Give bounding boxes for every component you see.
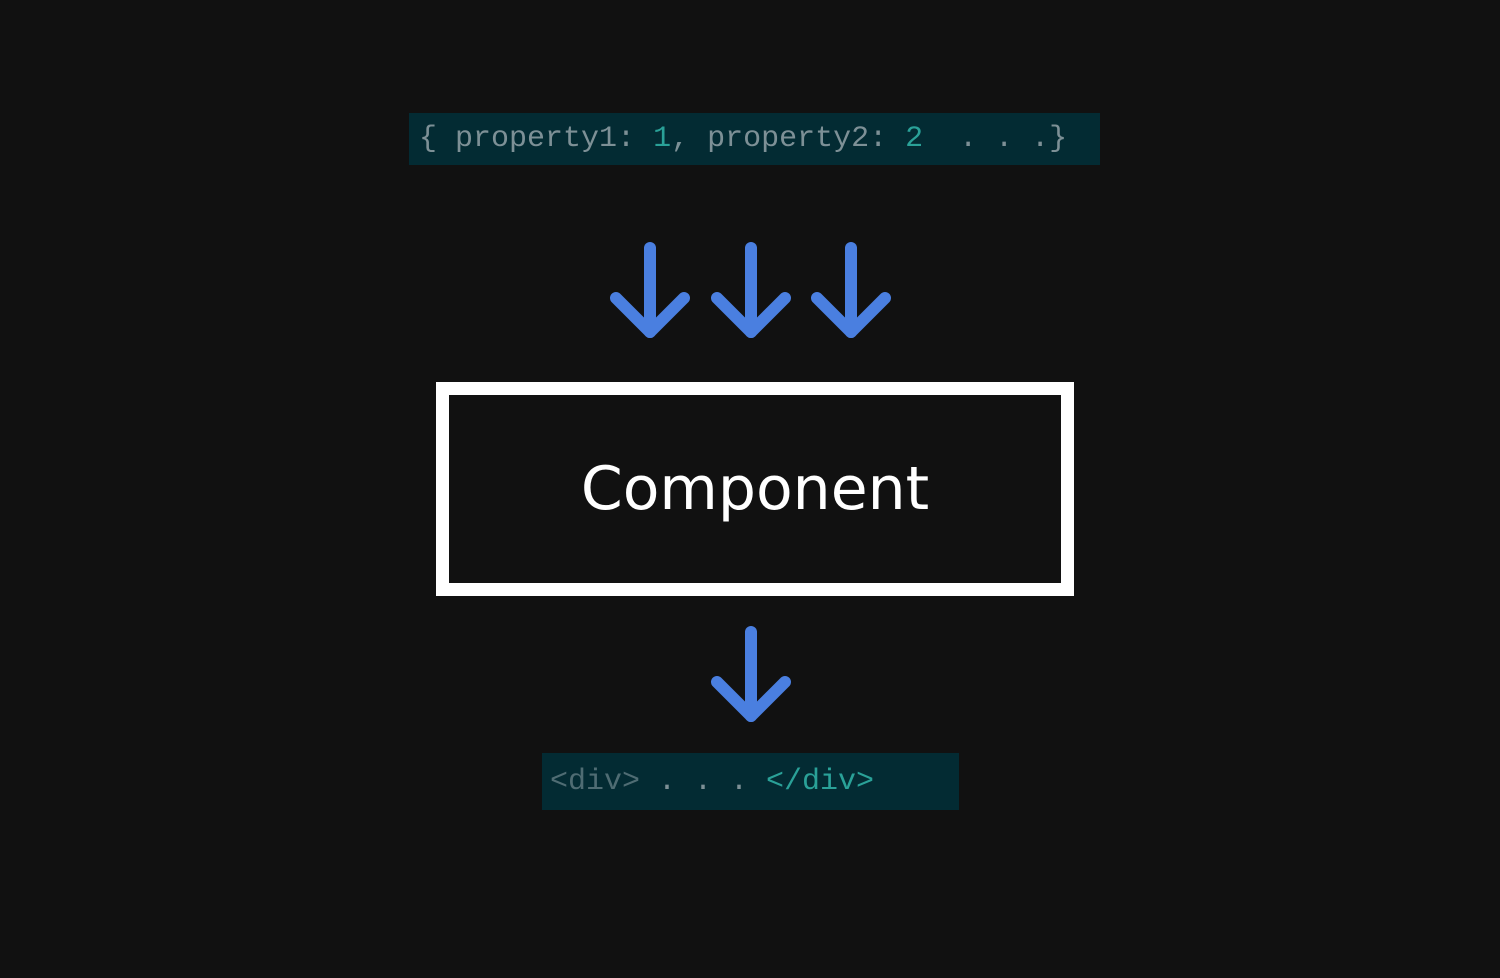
props-separator: , (671, 122, 708, 156)
props-value-1: 1 (653, 122, 672, 156)
output-code-block: <div> . . . </div> (542, 753, 959, 810)
arrow-down-icon (811, 242, 891, 338)
component-box: Component (436, 382, 1074, 596)
props-key-2: property2: (707, 122, 906, 156)
arrow-down-icon (610, 242, 690, 338)
arrow-down-icon (711, 626, 791, 722)
props-value-2: 2 (905, 122, 924, 156)
arrow-down-icon (711, 242, 791, 338)
output-open-tag: <div> (550, 764, 641, 799)
props-code-block: { property1: 1, property2: 2 . . .} (409, 113, 1100, 165)
output-close-tag: </div> (766, 764, 875, 799)
props-key-1: property1: (455, 122, 654, 156)
props-ellipsis: . . .} (923, 122, 1068, 156)
props-open-brace: { (419, 122, 456, 156)
output-ellipsis: . . . (640, 764, 767, 799)
component-label: Component (580, 454, 930, 524)
